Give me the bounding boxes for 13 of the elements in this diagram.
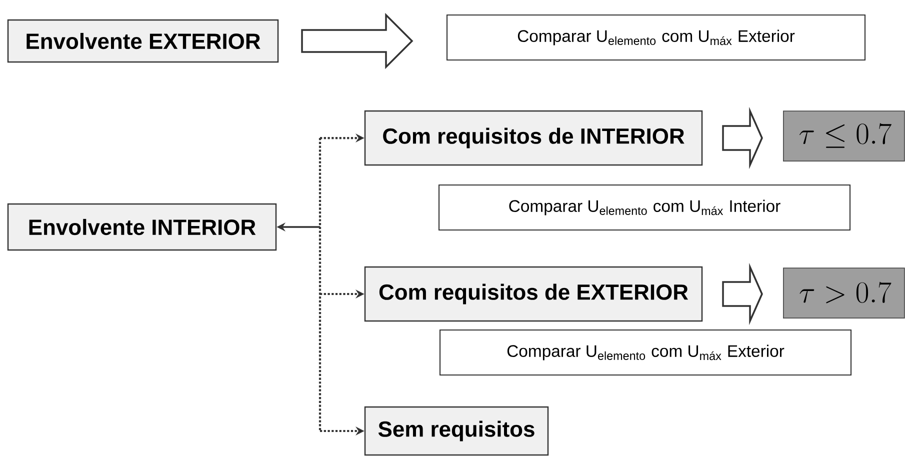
condition-box: $\tau > 0.7$ bbox=[783, 268, 905, 318]
block-arrow bbox=[301, 12, 414, 70]
process-box: Com requisitos de EXTERIOR bbox=[364, 266, 703, 322]
block-arrow bbox=[722, 262, 763, 326]
comparison-box: Comparar U$_{elemento}$ com U$_{máx}$ Interior bbox=[438, 184, 851, 231]
block-arrow bbox=[722, 106, 763, 170]
process-box: Envolvente INTERIOR bbox=[7, 203, 277, 251]
process-box: Envolvente EXTERIOR bbox=[7, 19, 279, 63]
condition-box: $\tau \leq 0.7$ bbox=[783, 110, 905, 162]
comparison-box: Comparar U$_{elemento}$ com U$_{máx}$ Exterior bbox=[439, 329, 852, 376]
comparison-box: Comparar U$_{elemento}$ com U$_{máx}$ Exterior bbox=[446, 14, 866, 61]
process-box: Com requisitos de INTERIOR bbox=[364, 110, 703, 166]
process-box: Sem requisitos bbox=[364, 406, 549, 456]
